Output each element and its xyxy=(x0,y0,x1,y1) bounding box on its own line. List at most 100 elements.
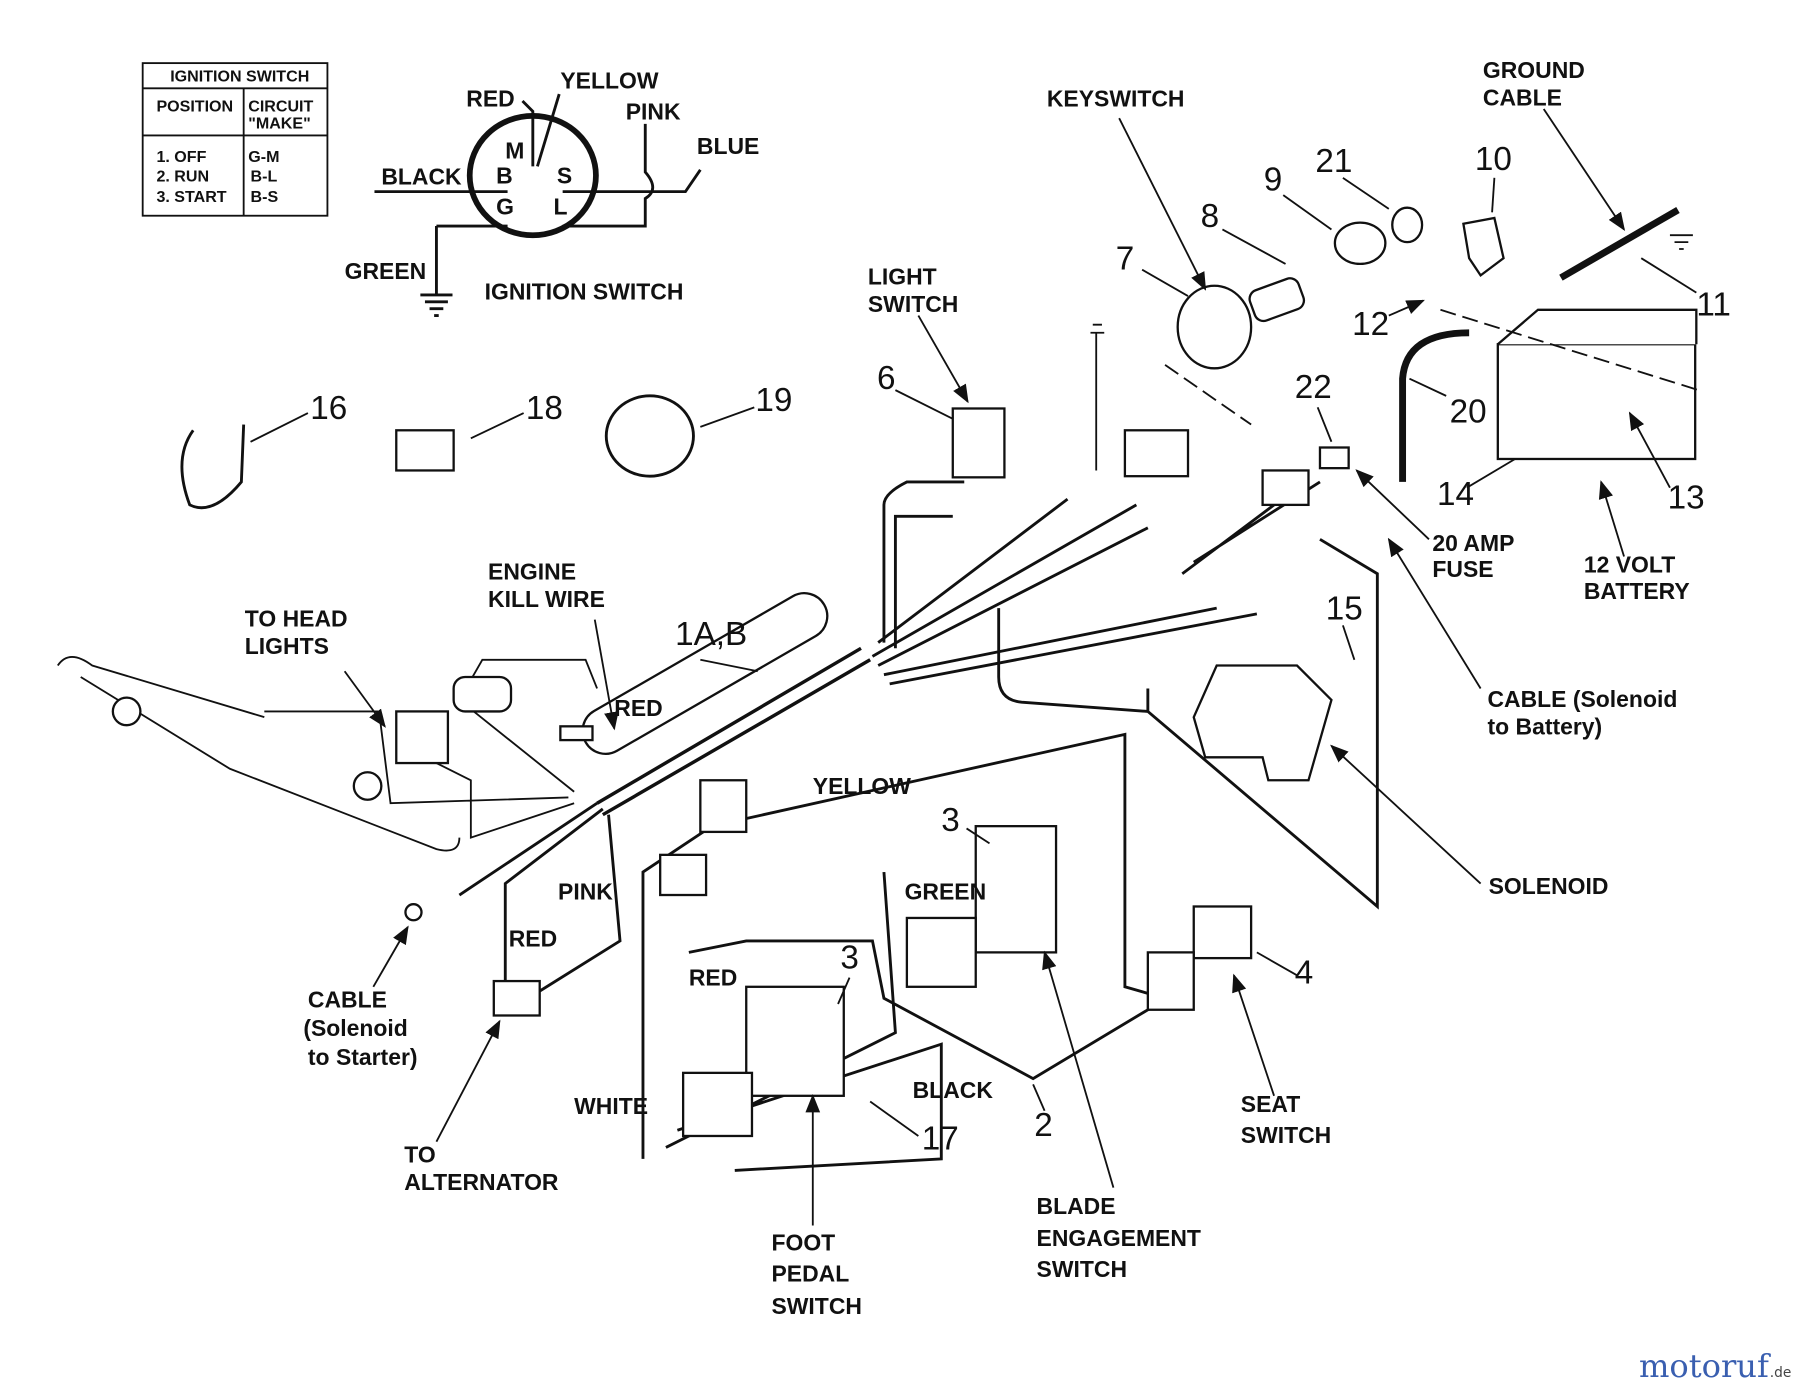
label-ground-cable: GROUND xyxy=(1483,57,1585,83)
part-number: 21 xyxy=(1315,143,1352,180)
part-number: 8 xyxy=(1201,198,1220,235)
terminal-b: B xyxy=(496,163,513,189)
part-number: 9 xyxy=(1264,161,1283,198)
callout-labels: KEYSWITCH GROUND CABLE LIGHT SWITCH 20 A… xyxy=(245,57,1690,1319)
connector-icon xyxy=(1123,429,1190,478)
part-number: 15 xyxy=(1326,591,1363,628)
table-row-position: 2. RUN xyxy=(156,167,209,185)
terminal-g: G xyxy=(496,194,514,220)
wire-label: BLACK xyxy=(913,1077,994,1103)
label-ground-cable: CABLE xyxy=(1483,85,1562,111)
label-fuse: FUSE xyxy=(1432,556,1493,582)
foot-pedal-switch-icon xyxy=(745,985,845,1097)
table-header-position: POSITION xyxy=(156,97,233,115)
wire-label-yellow: YELLOW xyxy=(560,67,658,93)
part-number: 6 xyxy=(877,360,896,397)
label-head-lights: TO HEAD xyxy=(245,606,348,632)
part-number: 7 xyxy=(1116,241,1135,278)
label-head-lights: LIGHTS xyxy=(245,633,329,659)
ignition-switch-table: IGNITION SWITCH POSITION CIRCUIT "MAKE" … xyxy=(141,62,329,217)
table-header-circuit: CIRCUIT xyxy=(248,97,313,115)
part-number: 3 xyxy=(941,802,960,839)
label-battery: 12 VOLT xyxy=(1584,552,1675,578)
solenoid-icon xyxy=(1192,664,1333,782)
nut-icon xyxy=(1333,221,1387,266)
table-header-make: "MAKE" xyxy=(248,115,310,133)
label-blade-switch: BLADE xyxy=(1037,1193,1116,1219)
ground-symbol-icon xyxy=(420,293,453,317)
wire-label-black: BLACK xyxy=(381,164,462,190)
part-number: 4 xyxy=(1295,954,1314,991)
part-number: 13 xyxy=(1668,479,1705,516)
battery-icon xyxy=(1496,343,1697,461)
label-seat-switch: SEAT xyxy=(1241,1091,1300,1117)
part-number: 17 xyxy=(922,1121,959,1158)
cable-tie-icon xyxy=(180,424,246,510)
part-number: 14 xyxy=(1437,476,1474,513)
ignition-switch-schematic: M B S G L RED YELLOW PINK BLUE BLACK GRE… xyxy=(345,67,759,317)
part-number: 22 xyxy=(1295,369,1332,406)
part-number: 2 xyxy=(1034,1107,1053,1144)
part-number: 19 xyxy=(755,382,792,419)
part-number: 3 xyxy=(840,939,859,976)
wire-label-green: GREEN xyxy=(345,258,427,284)
battery-cable-icon xyxy=(1399,329,1470,482)
wire-color-labels: RED YELLOW PINK RED GREEN RED WHITE BLAC… xyxy=(509,695,994,1119)
ground-cable-icon xyxy=(1559,207,1680,281)
part-number: 10 xyxy=(1475,141,1512,178)
wire-label: RED xyxy=(509,926,557,952)
part-number: 12 xyxy=(1352,306,1389,343)
label-engine-kill-wire: ENGINE xyxy=(488,558,576,584)
wiring-harness xyxy=(57,394,1379,1172)
label-cable-solenoid-starter: CABLE xyxy=(308,986,387,1012)
wire-label: GREEN xyxy=(905,879,987,905)
light-switch-icon xyxy=(951,407,1006,479)
wire-label: YELLOW xyxy=(813,773,911,799)
label-foot-pedal-switch: FOOT xyxy=(771,1230,835,1256)
label-battery: BATTERY xyxy=(1584,578,1690,604)
label-engine-kill-wire: KILL WIRE xyxy=(488,586,605,612)
label-cable-solenoid-starter: (Solenoid xyxy=(303,1015,407,1041)
wire-label-pink: PINK xyxy=(626,98,681,124)
fuse-icon xyxy=(1318,446,1350,470)
wire-label: PINK xyxy=(558,879,613,905)
alternator-plug-icon xyxy=(492,979,541,1017)
terminal-l: L xyxy=(553,194,567,220)
part-number: 11 xyxy=(1696,287,1731,324)
label-harness: 1A,B xyxy=(675,616,747,653)
table-row-circuit: B-S xyxy=(251,188,279,206)
label-foot-pedal-switch: SWITCH xyxy=(771,1293,861,1319)
table-row-circuit: B-L xyxy=(251,167,278,185)
label-keyswitch: KEYSWITCH xyxy=(1047,86,1185,112)
wire-label: RED xyxy=(614,695,662,721)
label-light-switch: SWITCH xyxy=(868,291,958,317)
terminal-s: S xyxy=(557,163,572,189)
label-alternator: ALTERNATOR xyxy=(404,1169,559,1195)
label-cable-solenoid-starter: to Starter) xyxy=(308,1044,418,1070)
label-blade-switch: SWITCH xyxy=(1037,1256,1127,1282)
label-light-switch: LIGHT xyxy=(868,264,937,290)
label-cable-solenoid-battery: CABLE (Solenoid xyxy=(1487,686,1677,712)
keyswitch-assembly xyxy=(1090,206,1699,482)
part-number: 20 xyxy=(1450,393,1487,430)
watermark-tld: .de xyxy=(1770,1365,1792,1381)
clamp-icon xyxy=(604,394,695,478)
part-numbers: 7 8 9 21 10 11 12 20 14 13 22 6 16 18 19… xyxy=(310,141,1731,1158)
label-alternator: TO xyxy=(404,1141,435,1167)
table-title: IGNITION SWITCH xyxy=(170,67,309,85)
label-cable-solenoid-battery: to Battery) xyxy=(1487,713,1602,739)
terminal-m: M xyxy=(505,137,524,163)
ring-terminal-icon xyxy=(404,903,423,922)
label-seat-switch: SWITCH xyxy=(1241,1122,1331,1148)
ignition-schematic-title: IGNITION SWITCH xyxy=(485,278,684,304)
watermark-logo: motoruf .de xyxy=(1639,1347,1791,1385)
wire-label: RED xyxy=(689,965,737,991)
wire-label-blue: BLUE xyxy=(697,133,759,159)
washer-icon xyxy=(1391,206,1424,244)
part-number: 16 xyxy=(310,390,347,427)
part-number: 18 xyxy=(526,390,563,427)
wire-label-red: RED xyxy=(466,86,514,112)
wire-label: WHITE xyxy=(574,1093,648,1119)
